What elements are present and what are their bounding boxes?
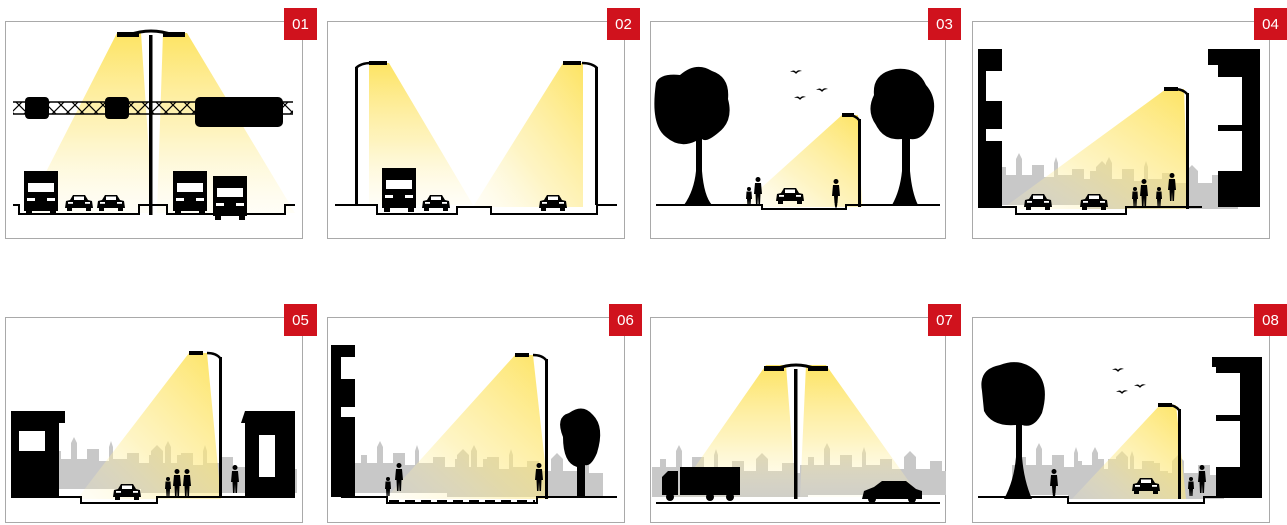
panel-number-badge: 06 — [609, 304, 642, 336]
panel-number-badge: 07 — [928, 304, 961, 336]
panel-number-badge: 05 — [284, 304, 317, 336]
panel-03: 03 — [650, 21, 946, 239]
panel-08: 08 — [972, 317, 1270, 523]
scene-village-road — [972, 317, 1270, 523]
panel-01: 01 — [5, 21, 303, 239]
scene-residential-street — [5, 317, 303, 523]
panel-07: 07 — [650, 317, 946, 523]
scene-pedestrian-path — [327, 317, 625, 523]
panel-number-badge: 03 — [928, 8, 961, 40]
scene-motorway-gantry — [5, 21, 303, 239]
panel-number-badge: 01 — [284, 8, 317, 40]
scene-park-road — [650, 21, 946, 239]
panel-05: 05 — [5, 317, 303, 523]
panel-number-badge: 02 — [607, 8, 640, 40]
panel-number-badge: 04 — [1254, 8, 1287, 40]
scene-divided-road — [327, 21, 625, 239]
panel-02: 02 — [327, 21, 625, 239]
panel-06: 06 — [327, 317, 625, 523]
panel-number-badge: 08 — [1254, 304, 1287, 336]
scene-industrial-road — [650, 317, 946, 523]
scene-urban-street — [972, 21, 1270, 239]
panel-04: 04 — [972, 21, 1270, 239]
